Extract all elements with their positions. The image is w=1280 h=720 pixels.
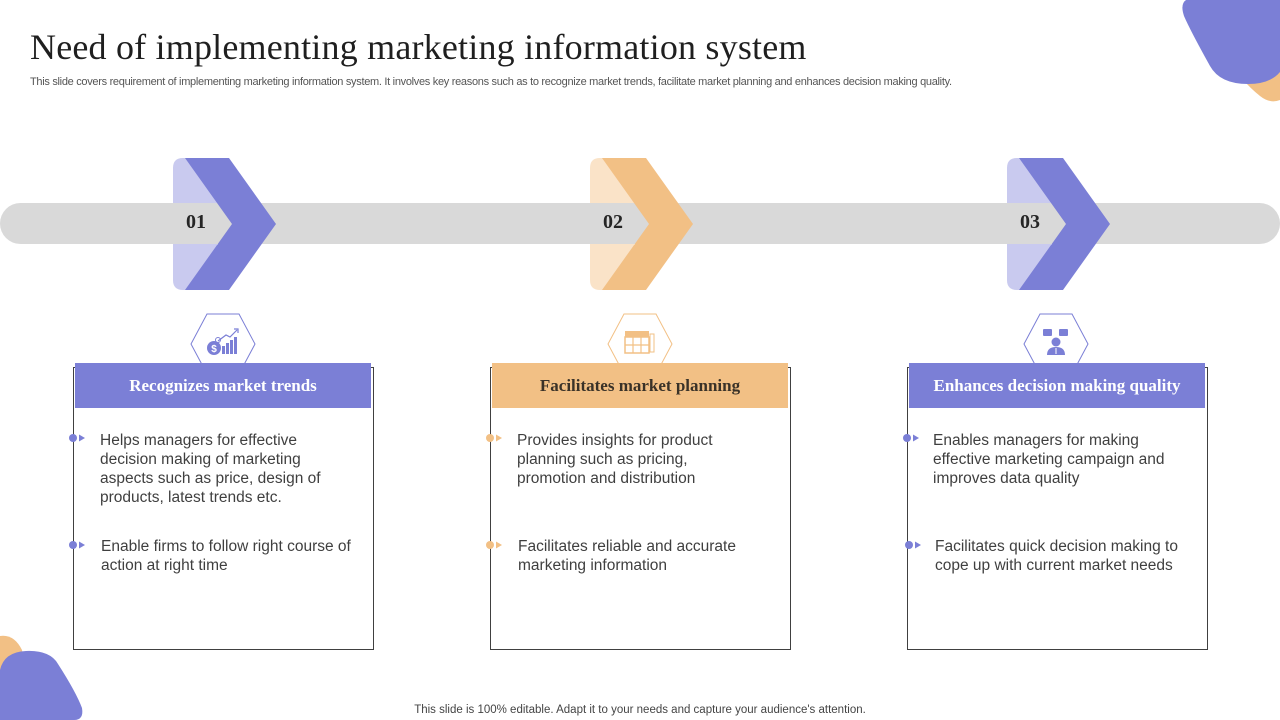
- step-number: 03: [1020, 211, 1040, 233]
- bullet-marker-icon: [905, 541, 921, 549]
- decorative-blob-bottom-left: [0, 635, 83, 720]
- card-2-bullet-2: Facilitates reliable and accurate market…: [518, 538, 736, 574]
- card-heading-2: Facilitates market planning: [492, 363, 788, 408]
- step-marker-02: 02: [590, 158, 700, 290]
- step-number: 01: [186, 211, 206, 233]
- money-growth-chart-icon: $: [190, 313, 256, 375]
- page-title: Need of implementing marketing informati…: [30, 27, 807, 67]
- reason-card-2: [490, 367, 791, 650]
- bullet-marker-icon: [69, 434, 85, 442]
- step-number: 02: [603, 211, 623, 233]
- card-2-bullet-1: Provides insights for product planning s…: [517, 432, 713, 487]
- reason-card-3: [907, 367, 1208, 650]
- step-marker-01: 01: [173, 158, 283, 290]
- step-marker-03: 03: [1007, 158, 1117, 290]
- card-heading-1: Recognizes market trends: [75, 363, 371, 408]
- card-3-bullet-1: Enables managers for making effective ma…: [933, 432, 1165, 487]
- card-1-bullet-1: Helps managers for effective decision ma…: [100, 432, 321, 506]
- bullet-marker-icon: [69, 541, 85, 549]
- page-subtitle: This slide covers requirement of impleme…: [30, 76, 952, 88]
- bullet-marker-icon: [903, 434, 919, 442]
- hexagon-icon-frame-1: $: [190, 313, 256, 375]
- card-1-bullet-2: Enable firms to follow right course of a…: [101, 538, 351, 574]
- bullet-marker-icon: [486, 541, 502, 549]
- bullet-marker-icon: [486, 434, 502, 442]
- card-heading-3: Enhances decision making quality: [909, 363, 1205, 408]
- footer-note: This slide is 100% editable. Adapt it to…: [414, 704, 866, 716]
- card-3-bullet-2: Facilitates quick decision making to cop…: [935, 538, 1178, 574]
- decision-maker-icon: [1023, 313, 1089, 375]
- hexagon-icon-frame-3: [1023, 313, 1089, 375]
- reason-card-1: [73, 367, 374, 650]
- decorative-blob-top-right: [1182, 0, 1280, 102]
- svg-text:$: $: [211, 344, 217, 355]
